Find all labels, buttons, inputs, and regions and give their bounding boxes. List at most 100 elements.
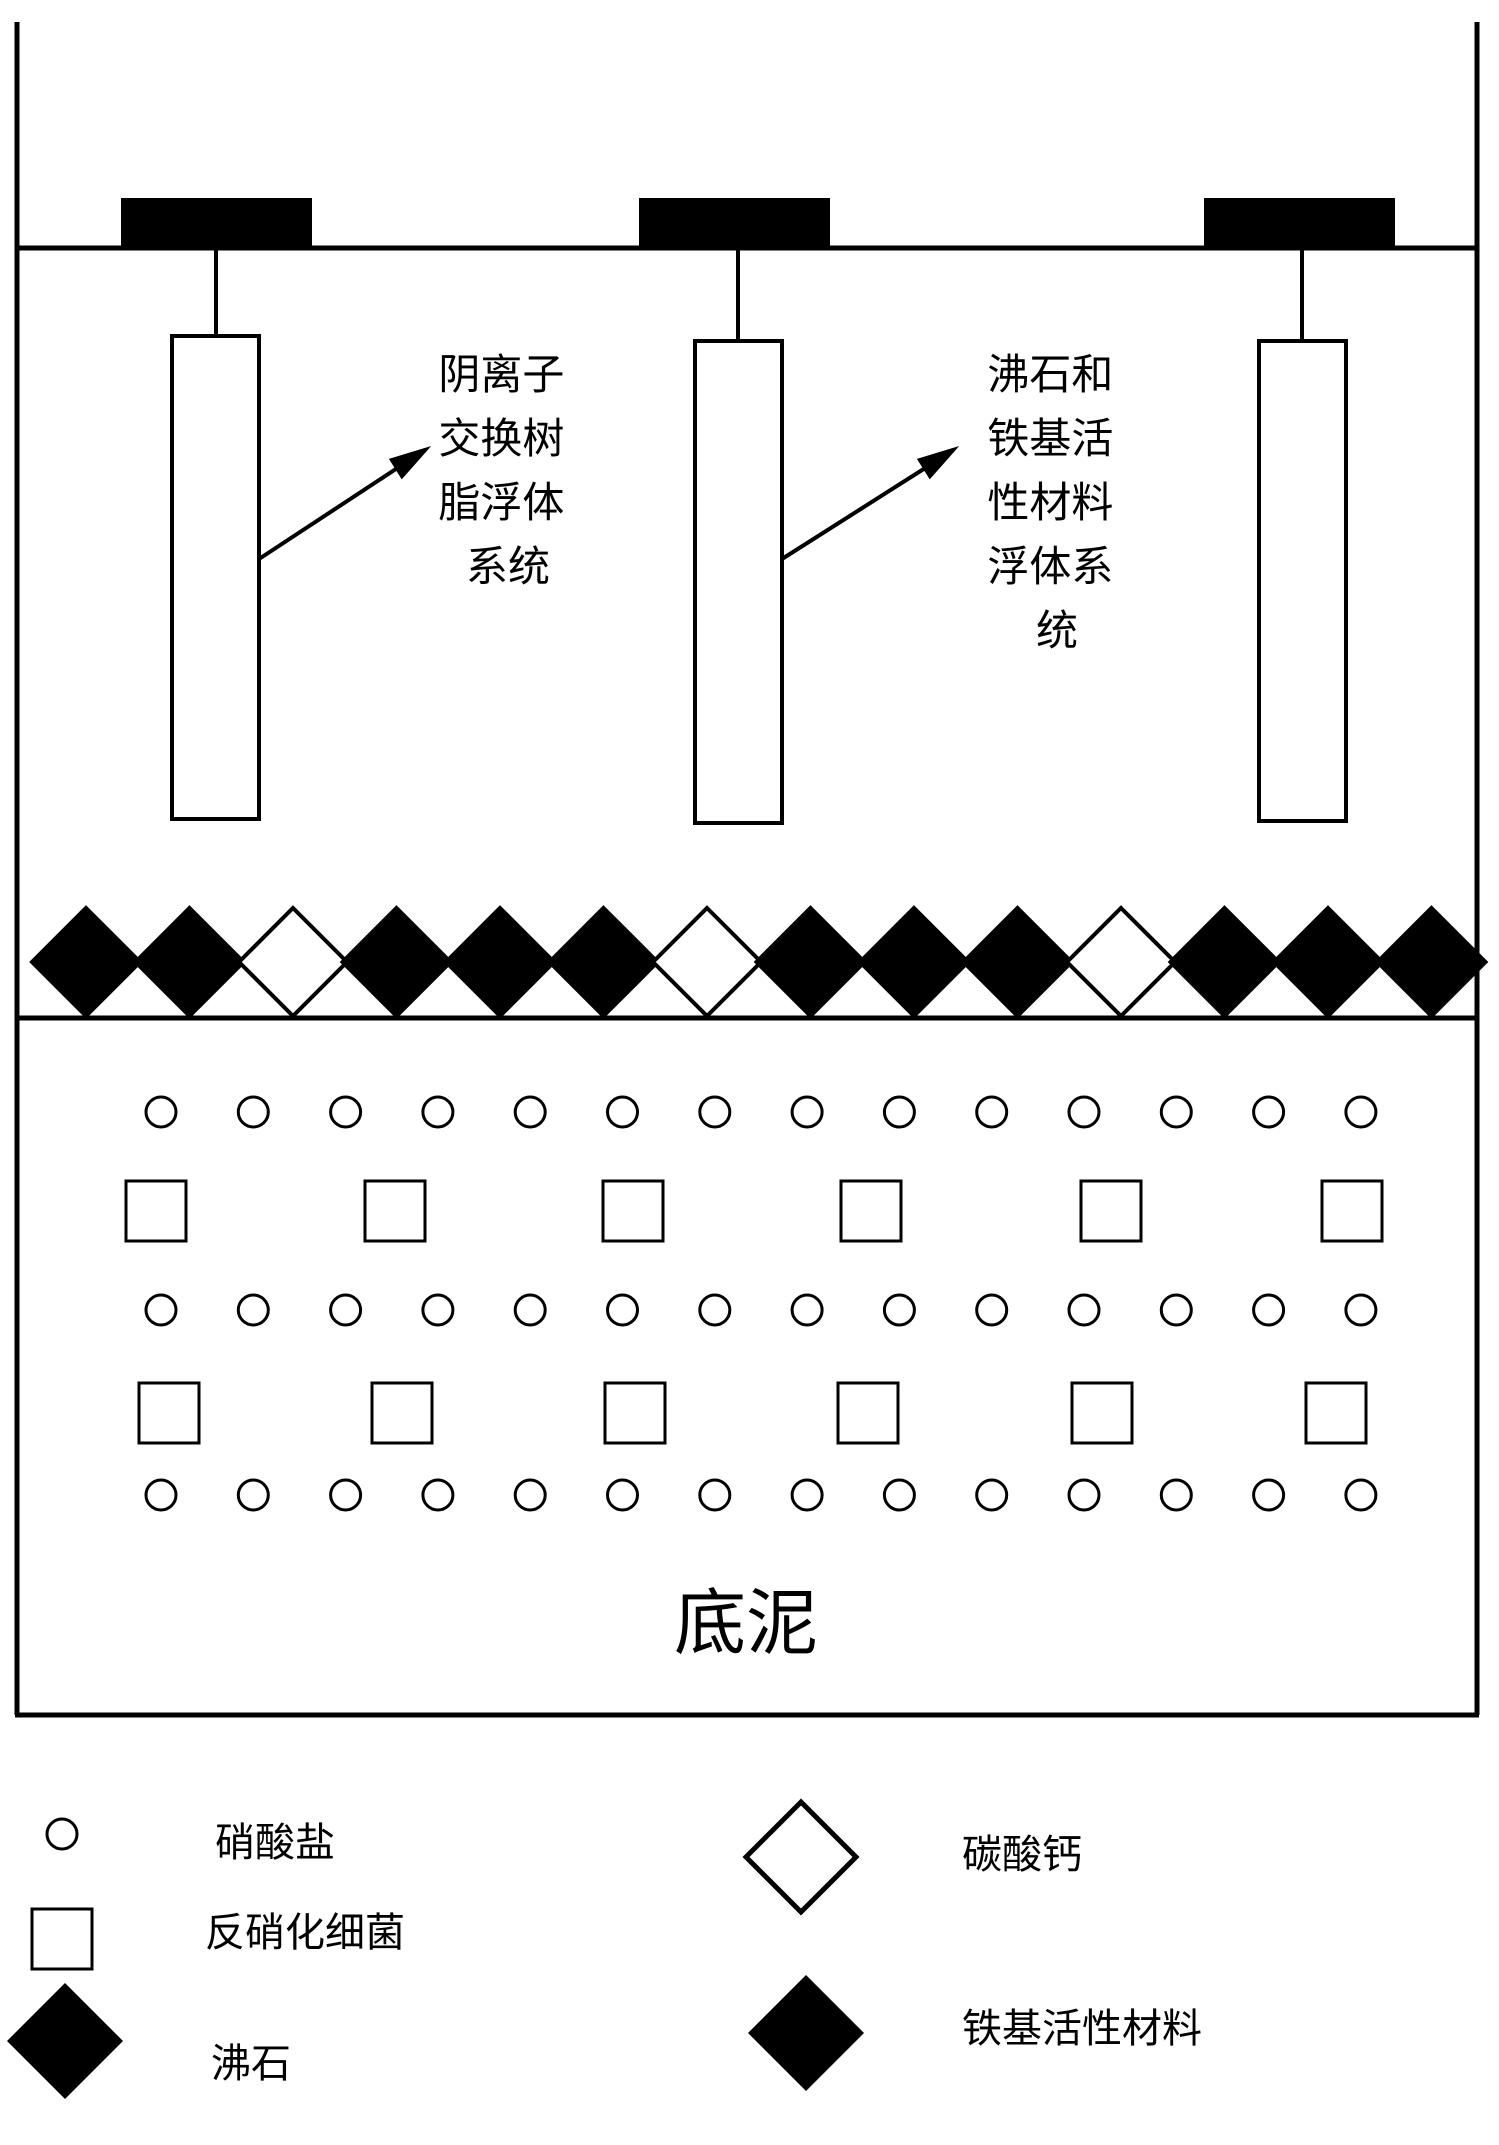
iron-material-diamond <box>443 905 557 1019</box>
calcium-carbonate-diamond <box>650 905 764 1019</box>
legend-zeolite-label: 沸石 <box>211 2041 291 2087</box>
nitrate-particle <box>144 1293 178 1327</box>
iron-material-diamond <box>857 905 971 1019</box>
nitrate-particle <box>882 1478 916 1512</box>
zeolite-iron-system-label-line-1: 沸石和 <box>987 350 1113 399</box>
nitrate-particle <box>790 1095 824 1129</box>
nitrate-particle <box>236 1478 270 1512</box>
denitrifying-bacteria-particle <box>137 1381 201 1445</box>
nitrate-particle <box>421 1478 455 1512</box>
legend: 硝酸盐 反硝化细菌 沸石 碳酸钙 铁基活性材料 <box>7 1798 1202 2099</box>
denitrifying-bacteria-particle <box>836 1381 900 1445</box>
nitrate-particle <box>882 1095 916 1129</box>
module-2 <box>693 339 784 825</box>
legend-bacteria-label: 反硝化细菌 <box>205 1910 405 1956</box>
nitrate-particle <box>606 1095 639 1129</box>
nitrate-particle <box>1067 1095 1101 1129</box>
nitrate-particle <box>975 1293 1009 1327</box>
zeolite-iron-system-label: 沸石和 铁基活 性材料 浮体系 统 <box>987 350 1126 655</box>
nitrate-particle <box>882 1293 916 1327</box>
nitrate-particle <box>698 1478 732 1512</box>
sediment-particles <box>124 1095 1384 1512</box>
nitrate-particle <box>236 1095 270 1129</box>
float-block-3 <box>1204 198 1395 248</box>
diamond-layer <box>29 905 1489 1019</box>
zeolite-iron-system-label-line-4: 浮体系 <box>987 542 1113 591</box>
iron-material-diamond <box>753 905 868 1019</box>
float-block-2 <box>639 198 830 248</box>
nitrate-particle <box>513 1095 547 1129</box>
legend-carbonate-label: 碳酸钙 <box>962 1832 1082 1878</box>
legend-iron-icon <box>748 1975 864 2091</box>
hanging-modules <box>170 248 1348 825</box>
iron-material-diamond <box>1271 905 1385 1019</box>
module-3 <box>1257 339 1348 823</box>
denitrifying-bacteria-particle <box>601 1179 665 1243</box>
module-1 <box>170 334 261 821</box>
calcium-carbonate-diamond <box>1064 905 1178 1019</box>
nitrate-particle <box>698 1095 732 1129</box>
nitrate-particle <box>790 1478 824 1512</box>
nitrate-particle <box>1252 1095 1286 1129</box>
nitrate-particle <box>1252 1478 1286 1512</box>
nitrate-particle <box>975 1095 1009 1129</box>
nitrate-particle <box>1159 1293 1193 1327</box>
nitrate-particle <box>144 1478 178 1512</box>
iron-material-diamond <box>546 905 661 1019</box>
legend-nitrate-label: 硝酸盐 <box>215 1820 335 1866</box>
resin-system-label-line-1: 阴离子 <box>438 350 564 399</box>
resin-system-label-line-4: 系统 <box>466 542 550 591</box>
resin-system-label-line-2: 交换树 <box>438 414 564 463</box>
nitrate-particle <box>421 1293 455 1327</box>
calcium-carbonate-diamond <box>236 905 350 1019</box>
denitrifying-bacteria-particle <box>370 1381 434 1445</box>
nitrate-particle <box>1067 1293 1101 1327</box>
nitrate-particle <box>1344 1293 1378 1327</box>
nitrate-particle <box>421 1095 455 1129</box>
nitrate-particle <box>1344 1478 1378 1512</box>
iron-material-diamond <box>132 905 247 1019</box>
denitrifying-bacteria-particle <box>1304 1381 1368 1445</box>
denitrifying-bacteria-particle <box>603 1381 667 1445</box>
legend-carbonate-icon <box>742 1798 860 1916</box>
pointer-arrows <box>257 446 960 561</box>
denitrifying-bacteria-particle <box>839 1179 903 1243</box>
iron-material-diamond <box>29 905 143 1019</box>
nitrate-particle <box>329 1095 363 1129</box>
nitrate-particle <box>144 1095 178 1129</box>
nitrate-particle <box>975 1478 1009 1512</box>
nitrate-particle <box>1159 1095 1193 1129</box>
iron-material-diamond <box>960 905 1075 1019</box>
resin-system-label-line-3: 脂浮体 <box>438 478 564 527</box>
arrow-2-shaft <box>780 463 932 561</box>
nitrate-particle <box>329 1478 363 1512</box>
float-block-1 <box>121 198 312 248</box>
zeolite-iron-system-label-line-2: 铁基活 <box>987 414 1113 463</box>
nitrate-particle <box>790 1293 824 1327</box>
nitrate-particle <box>1252 1293 1286 1327</box>
arrow-1-head <box>388 446 432 480</box>
surface-floats <box>121 198 1395 248</box>
sediment-label: 底泥 <box>674 1581 818 1665</box>
iron-material-diamond <box>1167 905 1282 1019</box>
zeolite-iron-system-label-line-3: 性材料 <box>987 478 1113 527</box>
nitrate-particle <box>513 1293 547 1327</box>
legend-iron-label: 铁基活性材料 <box>962 2006 1202 2052</box>
nitrate-particle <box>1067 1478 1101 1512</box>
denitrifying-bacteria-particle <box>1079 1179 1143 1243</box>
arrow-2-head <box>916 446 960 480</box>
denitrifying-bacteria-particle <box>363 1179 427 1243</box>
iron-material-diamond <box>339 905 454 1019</box>
denitrifying-bacteria-particle <box>1320 1179 1384 1243</box>
legend-nitrate-icon <box>45 1817 79 1851</box>
zeolite-iron-system-label-line-5: 统 <box>1036 606 1078 655</box>
nitrate-particle <box>698 1293 732 1327</box>
arrow-1-shaft <box>257 463 404 561</box>
nitrate-particle <box>606 1293 639 1327</box>
resin-system-label: 阴离子 交换树 脂浮体 系统 <box>438 350 577 591</box>
nitrate-particle <box>329 1293 363 1327</box>
nitrate-particle <box>513 1478 547 1512</box>
tank-frame <box>14 22 1480 1718</box>
nitrate-particle <box>236 1293 270 1327</box>
